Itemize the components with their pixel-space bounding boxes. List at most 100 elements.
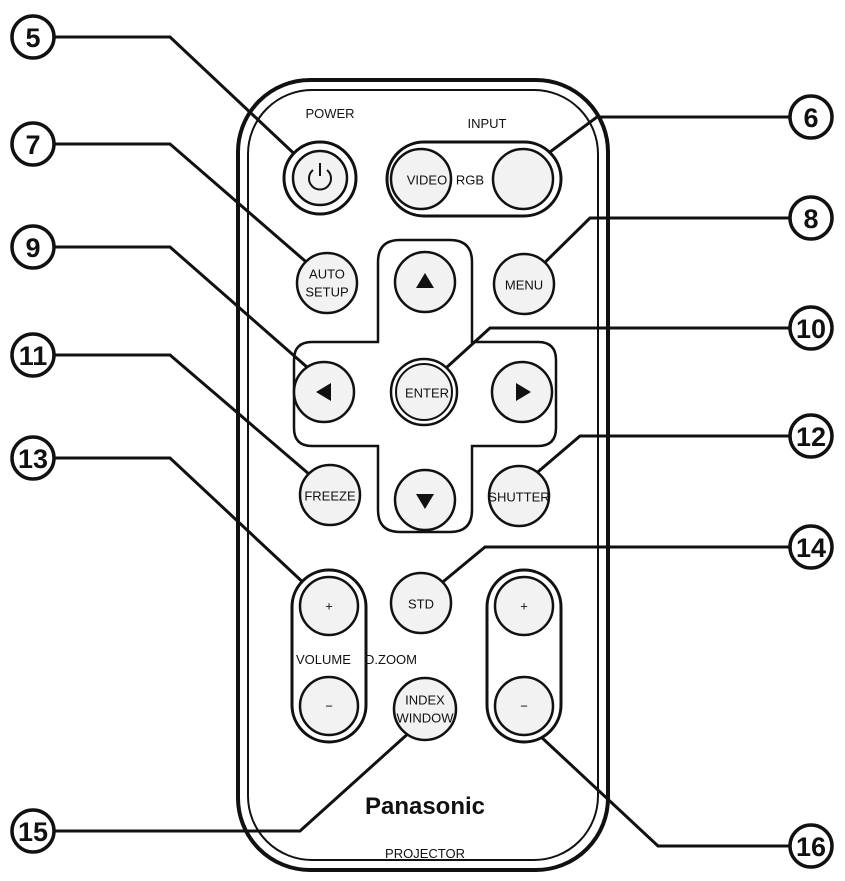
- callout-12: 12: [788, 413, 834, 459]
- callout-9: 9: [10, 224, 56, 270]
- rgb-button[interactable]: [491, 147, 555, 211]
- callout-16-number: 16: [796, 832, 826, 862]
- freeze-button[interactable]: FREEZE: [298, 463, 362, 527]
- left-button[interactable]: [292, 360, 356, 424]
- std-button-face[interactable]: [389, 571, 453, 635]
- callout-10-number: 10: [796, 314, 826, 344]
- input-label: INPUT: [468, 116, 507, 131]
- callout-14-number: 14: [796, 533, 826, 563]
- video-button[interactable]: VIDEO: [389, 147, 453, 211]
- auto-setup-label-1: AUTO: [309, 266, 345, 281]
- dzoom-minus-label: −: [520, 698, 528, 713]
- dpad-outline: [292, 238, 558, 534]
- index-window-button-face[interactable]: [392, 676, 458, 742]
- volume-plus-label: +: [325, 598, 333, 613]
- callout-14: 14: [788, 524, 834, 570]
- shutter-button[interactable]: SHUTTER: [487, 464, 551, 528]
- up-arrow-icon: [416, 273, 434, 288]
- callout-13: 13: [10, 435, 56, 481]
- callout-9-circle: [10, 224, 56, 270]
- brand-logo: Panasonic: [365, 793, 485, 820]
- callout-8: 8: [788, 195, 834, 241]
- std-button[interactable]: STD: [389, 571, 453, 635]
- enter-button[interactable]: ENTER: [389, 357, 459, 427]
- callout-6: 6: [788, 94, 834, 140]
- volume-plus-face[interactable]: [298, 575, 360, 637]
- callout-10-circle: [788, 305, 834, 351]
- leader-8: [522, 216, 790, 285]
- freeze-button-label: FREEZE: [304, 488, 356, 503]
- remote-body-inner: [247, 89, 599, 861]
- enter-button-label: ENTER: [405, 385, 449, 400]
- callout-5: 5: [10, 14, 56, 60]
- shutter-button-face[interactable]: [487, 464, 551, 528]
- callout-15: 15: [10, 808, 56, 854]
- callout-13-circle: [10, 435, 56, 481]
- menu-button[interactable]: MENU: [492, 252, 556, 316]
- callout-14-circle: [788, 524, 834, 570]
- callout-7-number: 7: [25, 130, 40, 160]
- power-icon: [308, 169, 332, 191]
- freeze-button-face[interactable]: [298, 463, 362, 527]
- dzoom-plus-face[interactable]: [493, 575, 555, 637]
- callout-12-circle: [788, 413, 834, 459]
- menu-button-face[interactable]: [492, 252, 556, 316]
- callout-5-circle: [10, 14, 56, 60]
- callout-12-number: 12: [796, 422, 826, 452]
- right-arrow-icon: [516, 383, 531, 401]
- callout-7-circle: [10, 121, 56, 167]
- callout-8-number: 8: [803, 204, 818, 234]
- callout-11: 11: [10, 332, 56, 378]
- power-button-face[interactable]: [291, 149, 349, 207]
- std-button-label: STD: [408, 596, 434, 611]
- shutter-button-label: SHUTTER: [488, 489, 549, 504]
- dzoom-label: D.ZOOM: [365, 652, 417, 667]
- index-window-button[interactable]: INDEX WINDOW: [392, 676, 458, 742]
- rgb-button-face[interactable]: [491, 147, 555, 211]
- index-window-label-2: WINDOW: [396, 710, 454, 725]
- right-button[interactable]: [490, 360, 554, 424]
- rgb-label: RGB: [456, 172, 484, 187]
- dzoom-plus-label: +: [520, 598, 528, 613]
- callout-13-number: 13: [18, 444, 48, 474]
- menu-button-label: MENU: [505, 277, 543, 292]
- leader-5: [54, 35, 322, 180]
- callout-6-circle: [788, 94, 834, 140]
- up-button[interactable]: [393, 250, 457, 314]
- left-arrow-icon: [316, 383, 331, 401]
- auto-setup-label-2: SETUP: [305, 284, 348, 299]
- leader-12: [518, 434, 790, 490]
- callout-9-number: 9: [25, 233, 40, 263]
- volume-plus-button[interactable]: +: [298, 575, 360, 637]
- volume-minus-face[interactable]: [298, 675, 360, 737]
- leader-11: [54, 353, 331, 494]
- enter-button-face[interactable]: [395, 363, 453, 421]
- down-button[interactable]: [393, 468, 457, 532]
- power-label: POWER: [305, 106, 354, 121]
- dzoom-minus-button[interactable]: −: [493, 675, 555, 737]
- dzoom-plus-button[interactable]: +: [493, 575, 555, 637]
- callout-6-number: 6: [803, 103, 818, 133]
- callout-10: 10: [788, 305, 834, 351]
- leader-7: [54, 142, 328, 282]
- leader-9: [54, 245, 325, 384]
- auto-setup-button[interactable]: AUTO SETUP: [295, 251, 359, 315]
- callout-5-number: 5: [25, 23, 40, 53]
- callout-11-number: 11: [19, 341, 48, 371]
- volume-minus-button[interactable]: −: [298, 675, 360, 737]
- dzoom-minus-face[interactable]: [493, 675, 555, 737]
- power-button[interactable]: [291, 149, 349, 207]
- video-button-face[interactable]: [389, 147, 453, 211]
- volume-minus-label: −: [325, 698, 333, 713]
- leader-16: [522, 719, 790, 848]
- callout-16: 16: [788, 823, 834, 869]
- callout-7: 7: [10, 121, 56, 167]
- callout-8-circle: [788, 195, 834, 241]
- volume-label: VOLUME: [296, 652, 351, 667]
- callout-15-circle: [10, 808, 56, 854]
- callout-11-circle: [10, 332, 56, 378]
- auto-setup-button-face[interactable]: [295, 251, 359, 315]
- leader-13: [54, 456, 325, 603]
- down-arrow-icon: [416, 494, 434, 509]
